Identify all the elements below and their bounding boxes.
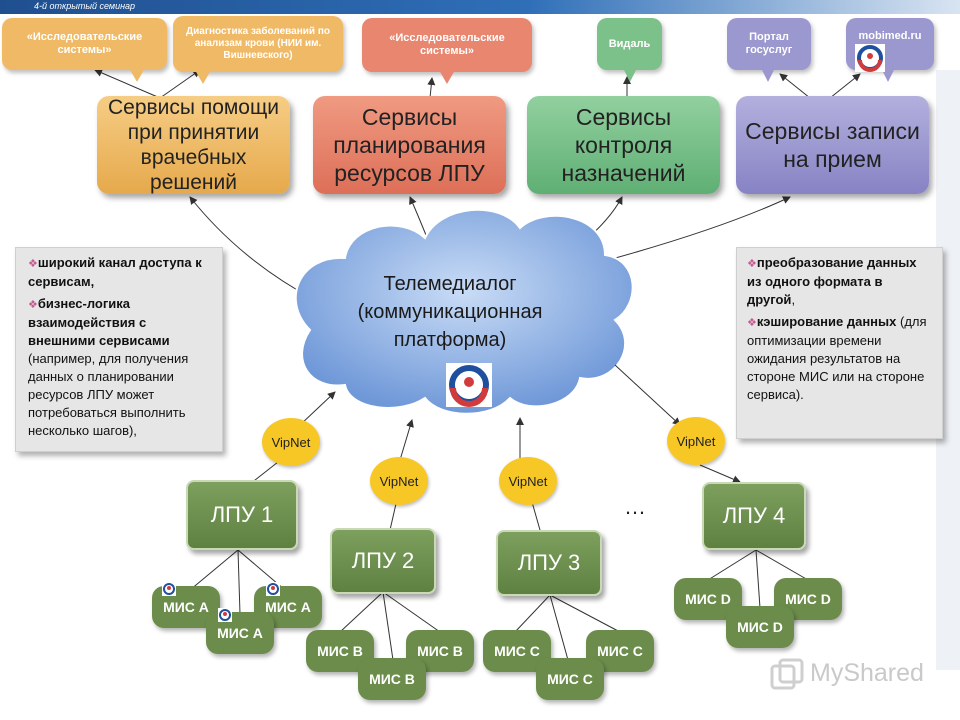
link-research-left — [94, 69, 161, 99]
link-cloud-appointment — [589, 196, 791, 266]
mis-a-3: МИС А — [206, 612, 274, 654]
note-left-item2-text: бизнес-логика взаимодействия с внешними … — [28, 296, 170, 348]
lpu-2: ЛПУ 2 — [330, 528, 436, 594]
callout-research-right: «Исследовательские системы» — [362, 18, 532, 84]
mobimed-logo-icon — [855, 44, 885, 72]
bullet-icon: ❖ — [747, 258, 757, 270]
note-right-item1: ❖преобразование данных из одного формата… — [747, 254, 934, 309]
mis-logo-icon — [266, 582, 280, 596]
callout-diagnostics: Диагностика заболеваний по анализам кров… — [173, 16, 343, 84]
mis-logo-icon — [162, 582, 176, 596]
platform-cloud — [294, 208, 634, 415]
watermark-logo-icon — [770, 658, 804, 690]
service-appointment: Сервисы записи на прием — [736, 96, 929, 194]
link-vip1-cloud — [299, 391, 336, 426]
platform-title: Телемедиалог (коммуникационная платформа… — [357, 273, 543, 351]
note-left-item2: ❖бизнес-логика взаимодействия с внешними… — [28, 295, 214, 440]
bullet-icon: ❖ — [747, 317, 757, 329]
note-right-item2-detail: (для оптимизации времени ожидания резуль… — [747, 314, 927, 402]
note-right: ❖преобразование данных из одного формата… — [736, 247, 943, 439]
link-research-right — [427, 77, 436, 99]
mis-logo-icon — [218, 608, 232, 622]
ellipsis: … — [624, 494, 646, 519]
lpu-1: ЛПУ 1 — [186, 480, 298, 550]
service-appointment-text: Сервисы записи на прием — [745, 118, 920, 172]
note-right-item2: ❖кэширование данных (для оптимизации вре… — [747, 313, 934, 404]
service-planning: Сервисы планирования ресурсов ЛПУ — [313, 96, 506, 194]
callout-diagnostics-text: Диагностика заболеваний по анализам кров… — [185, 26, 331, 61]
service-prescription-control: Сервисы контроля назначений — [527, 96, 720, 194]
service-planning-text: Сервисы планирования ресурсов ЛПУ — [333, 104, 486, 186]
note-right-item2-text: кэширование данных — [756, 314, 897, 329]
vipnet-node-3: VipNet — [499, 457, 557, 505]
link-mobimed — [829, 73, 861, 99]
callout-vidal: Видаль — [597, 18, 662, 82]
mis-b-3: МИС В — [358, 658, 426, 700]
service-decision-support-text: Сервисы помощи при принятии врачебных ре… — [107, 96, 279, 194]
note-right-item1-suffix: , — [791, 292, 796, 307]
service-decision-support: Сервисы помощи при принятии врачебных ре… — [97, 96, 290, 194]
callout-research-left-text: «Исследовательские системы» — [26, 31, 143, 56]
note-left-item1: ❖широкий канал доступа к сервисам, — [28, 254, 214, 291]
callout-mobimed-text: mobimed.ru — [858, 30, 922, 42]
header-bar: 4-й открытый семинар — [0, 0, 960, 14]
callout-research-right-text: «Исследовательские системы» — [389, 32, 505, 57]
callout-gosuslugi: Портал госуслуг — [727, 18, 811, 82]
link-cloud-vip4 — [614, 364, 681, 426]
mis-d-3: МИС D — [726, 606, 794, 648]
vipnet-node-1: VipNet — [262, 418, 320, 466]
seminar-label: 4-й открытый семинар — [34, 1, 136, 11]
link-diagnostics — [159, 69, 201, 99]
link-vip2-cloud — [399, 419, 414, 461]
note-left: ❖широкий канал доступа к сервисам, ❖бизн… — [15, 247, 223, 452]
link-vip4-lpu4 — [699, 464, 741, 483]
bullet-icon: ❖ — [28, 258, 38, 270]
vipnet-node-2: VipNet — [370, 457, 428, 505]
lpu-3: ЛПУ 3 — [496, 530, 602, 596]
bullet-icon: ❖ — [28, 299, 38, 311]
note-right-item1-text: преобразование данных из одного формата … — [747, 255, 917, 307]
watermark-text: MyShared — [810, 659, 924, 687]
link-gosuslugi — [779, 73, 811, 99]
callout-gosuslugi-text: Портал госуслуг — [745, 31, 793, 56]
note-left-item1-text: широкий канал доступа к сервисам, — [28, 255, 202, 289]
service-prescription-control-text: Сервисы контроля назначений — [561, 104, 686, 186]
vipnet-node-4: VipNet — [667, 417, 725, 465]
mis-c-3: МИС С — [536, 658, 604, 700]
telemedialog-logo-icon — [446, 363, 492, 407]
callout-vidal-text: Видаль — [608, 37, 651, 50]
lpu-4: ЛПУ 4 — [702, 482, 806, 550]
note-left-item2-detail: (например, для получения данных о планир… — [28, 351, 189, 438]
mis-c-1: МИС С — [483, 630, 551, 672]
mis-c-2: МИС С — [586, 630, 654, 672]
callout-research-left: «Исследовательские системы» — [2, 18, 167, 82]
